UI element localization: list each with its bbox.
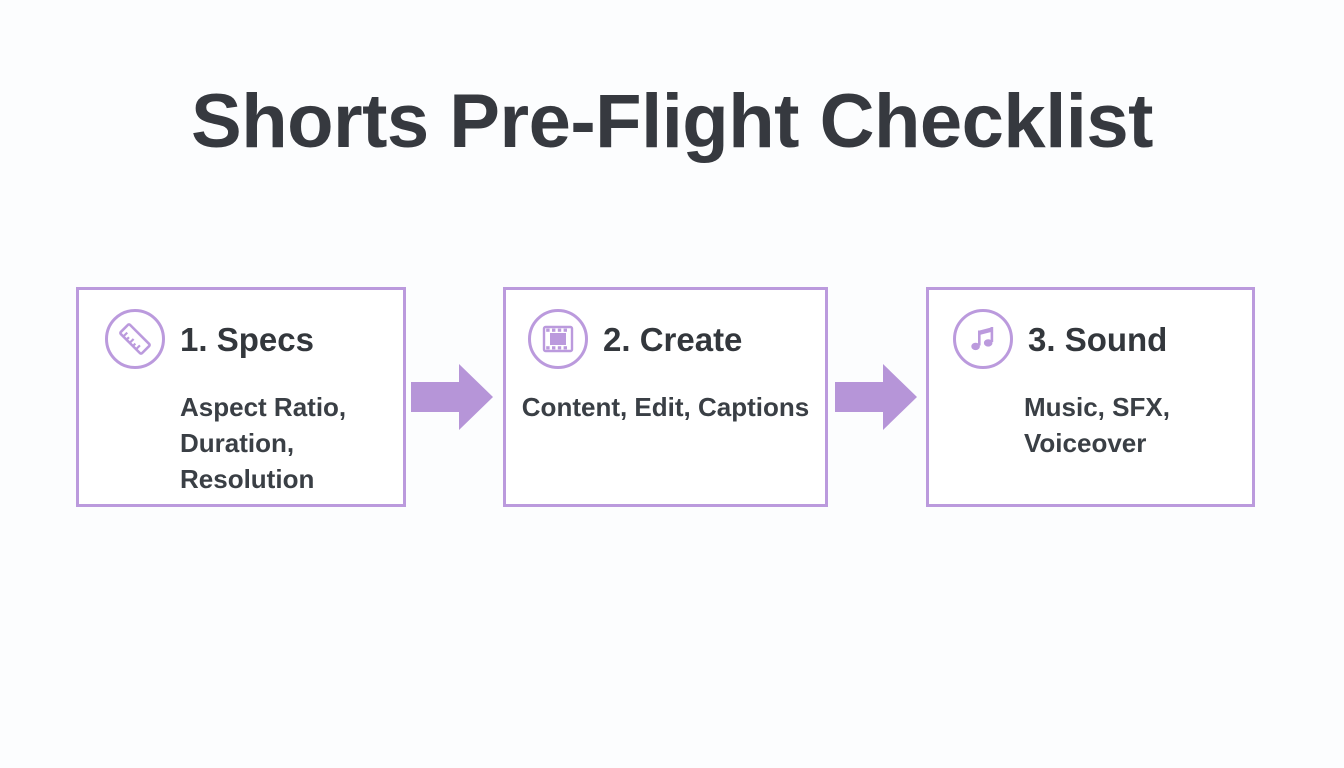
page-title: Shorts Pre-Flight Checklist <box>191 79 1154 164</box>
step-card-title: 2. Create <box>603 320 743 358</box>
step-card-header: 2. Create <box>506 309 825 369</box>
arrow-right-icon <box>411 362 494 432</box>
ruler-icon <box>105 309 165 369</box>
step-card-header: 3. Sound <box>929 309 1252 369</box>
step-card-body: Aspect Ratio, Duration, Resolution <box>180 392 347 494</box>
arrow-right-icon <box>835 362 918 432</box>
step-card-create[interactable]: 2. Create Content, Edit, Captions <box>503 287 828 507</box>
step-card-title: 3. Sound <box>1028 320 1168 358</box>
film-strip-icon <box>528 309 588 369</box>
process-flow: 1. Specs Aspect Ratio, Duration, Resolut… <box>0 287 1344 513</box>
step-card-specs[interactable]: 1. Specs Aspect Ratio, Duration, Resolut… <box>76 287 406 507</box>
step-card-body: Content, Edit, Captions <box>521 392 810 422</box>
step-card-title: 1. Specs <box>180 320 314 358</box>
step-card-header: 1. Specs <box>79 309 403 369</box>
step-card-sound[interactable]: 3. Sound Music, SFX, Voiceover <box>926 287 1255 507</box>
music-note-icon <box>953 309 1013 369</box>
step-card-body: Music, SFX, Voiceover <box>1024 392 1170 458</box>
